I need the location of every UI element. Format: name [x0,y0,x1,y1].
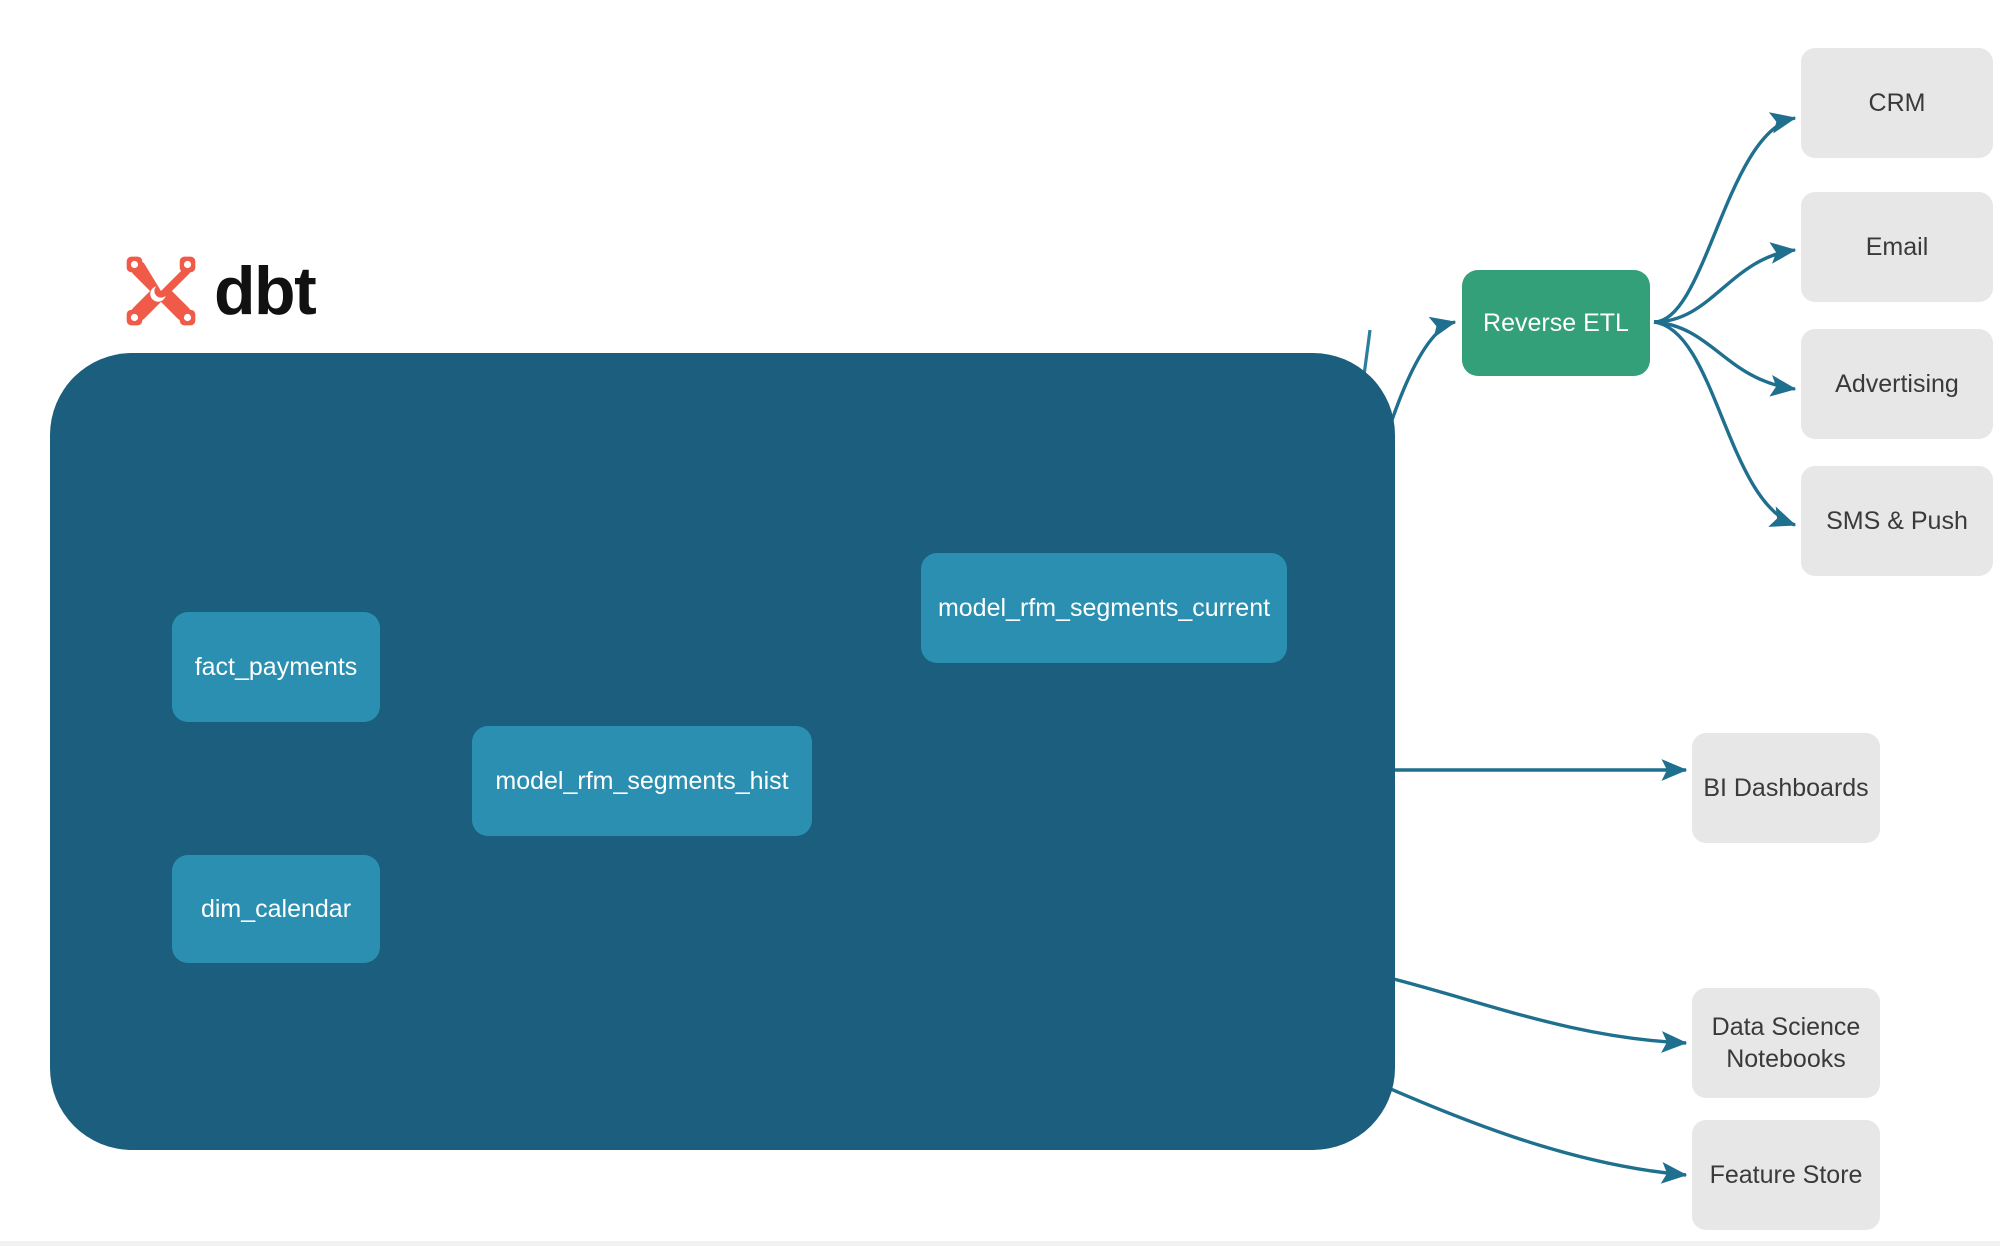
edge-reverse-etl-to-email [1653,242,1797,324]
edge-reverse-etl-to-crm [1653,112,1797,324]
node-data-science-notebooks[interactable]: Data Science Notebooks [1692,988,1880,1098]
node-feature-store[interactable]: Feature Store [1692,1120,1880,1230]
node-sms-and-push[interactable]: SMS & Push [1801,466,1993,576]
dbt-logo-icon [126,256,196,326]
node-model-rfm-segments-current[interactable]: model_rfm_segments_current [921,553,1287,663]
node-advertising[interactable]: Advertising [1801,329,1993,439]
node-label-line2: Notebooks [1726,1045,1846,1073]
node-label: BI Dashboards [1703,774,1869,802]
node-label: dim_calendar [200,894,352,923]
node-label: model_rfm_segments_current [937,593,1271,622]
node-label: Reverse ETL [1483,308,1629,337]
edge-reverse-etl-to-advertising [1653,320,1797,397]
edge-reverse-etl-to-sms-push [1653,320,1797,527]
node-model-rfm-segments-hist[interactable]: model_rfm_segments_hist [472,726,812,836]
edge-container-to-feature-store [1351,1070,1688,1184]
node-email[interactable]: Email [1801,192,1993,302]
node-fact-payments[interactable]: fact_payments [172,612,380,722]
node-label-line1: Data Science [1711,1013,1861,1041]
node-bi-dashboards[interactable]: BI Dashboards [1692,733,1880,843]
node-dim-calendar[interactable]: dim_calendar [172,855,380,963]
node-label: SMS & Push [1826,507,1968,535]
edge-container-to-ds-notebooks [1377,973,1688,1053]
node-label: model_rfm_segments_hist [495,766,789,795]
node-label: CRM [1868,89,1926,117]
node-reverse-etl[interactable]: Reverse ETL [1462,270,1650,376]
bottom-rule [0,1241,2000,1246]
dbt-wordmark: dbt [214,253,317,329]
node-label: fact_payments [194,652,358,681]
node-label: Email [1865,233,1929,261]
node-label: Data Science Notebooks [1712,1011,1861,1075]
node-label: Feature Store [1709,1161,1863,1189]
dbt-brand: dbt [122,252,317,330]
node-crm[interactable]: CRM [1801,48,1993,158]
node-label: Advertising [1835,370,1959,398]
